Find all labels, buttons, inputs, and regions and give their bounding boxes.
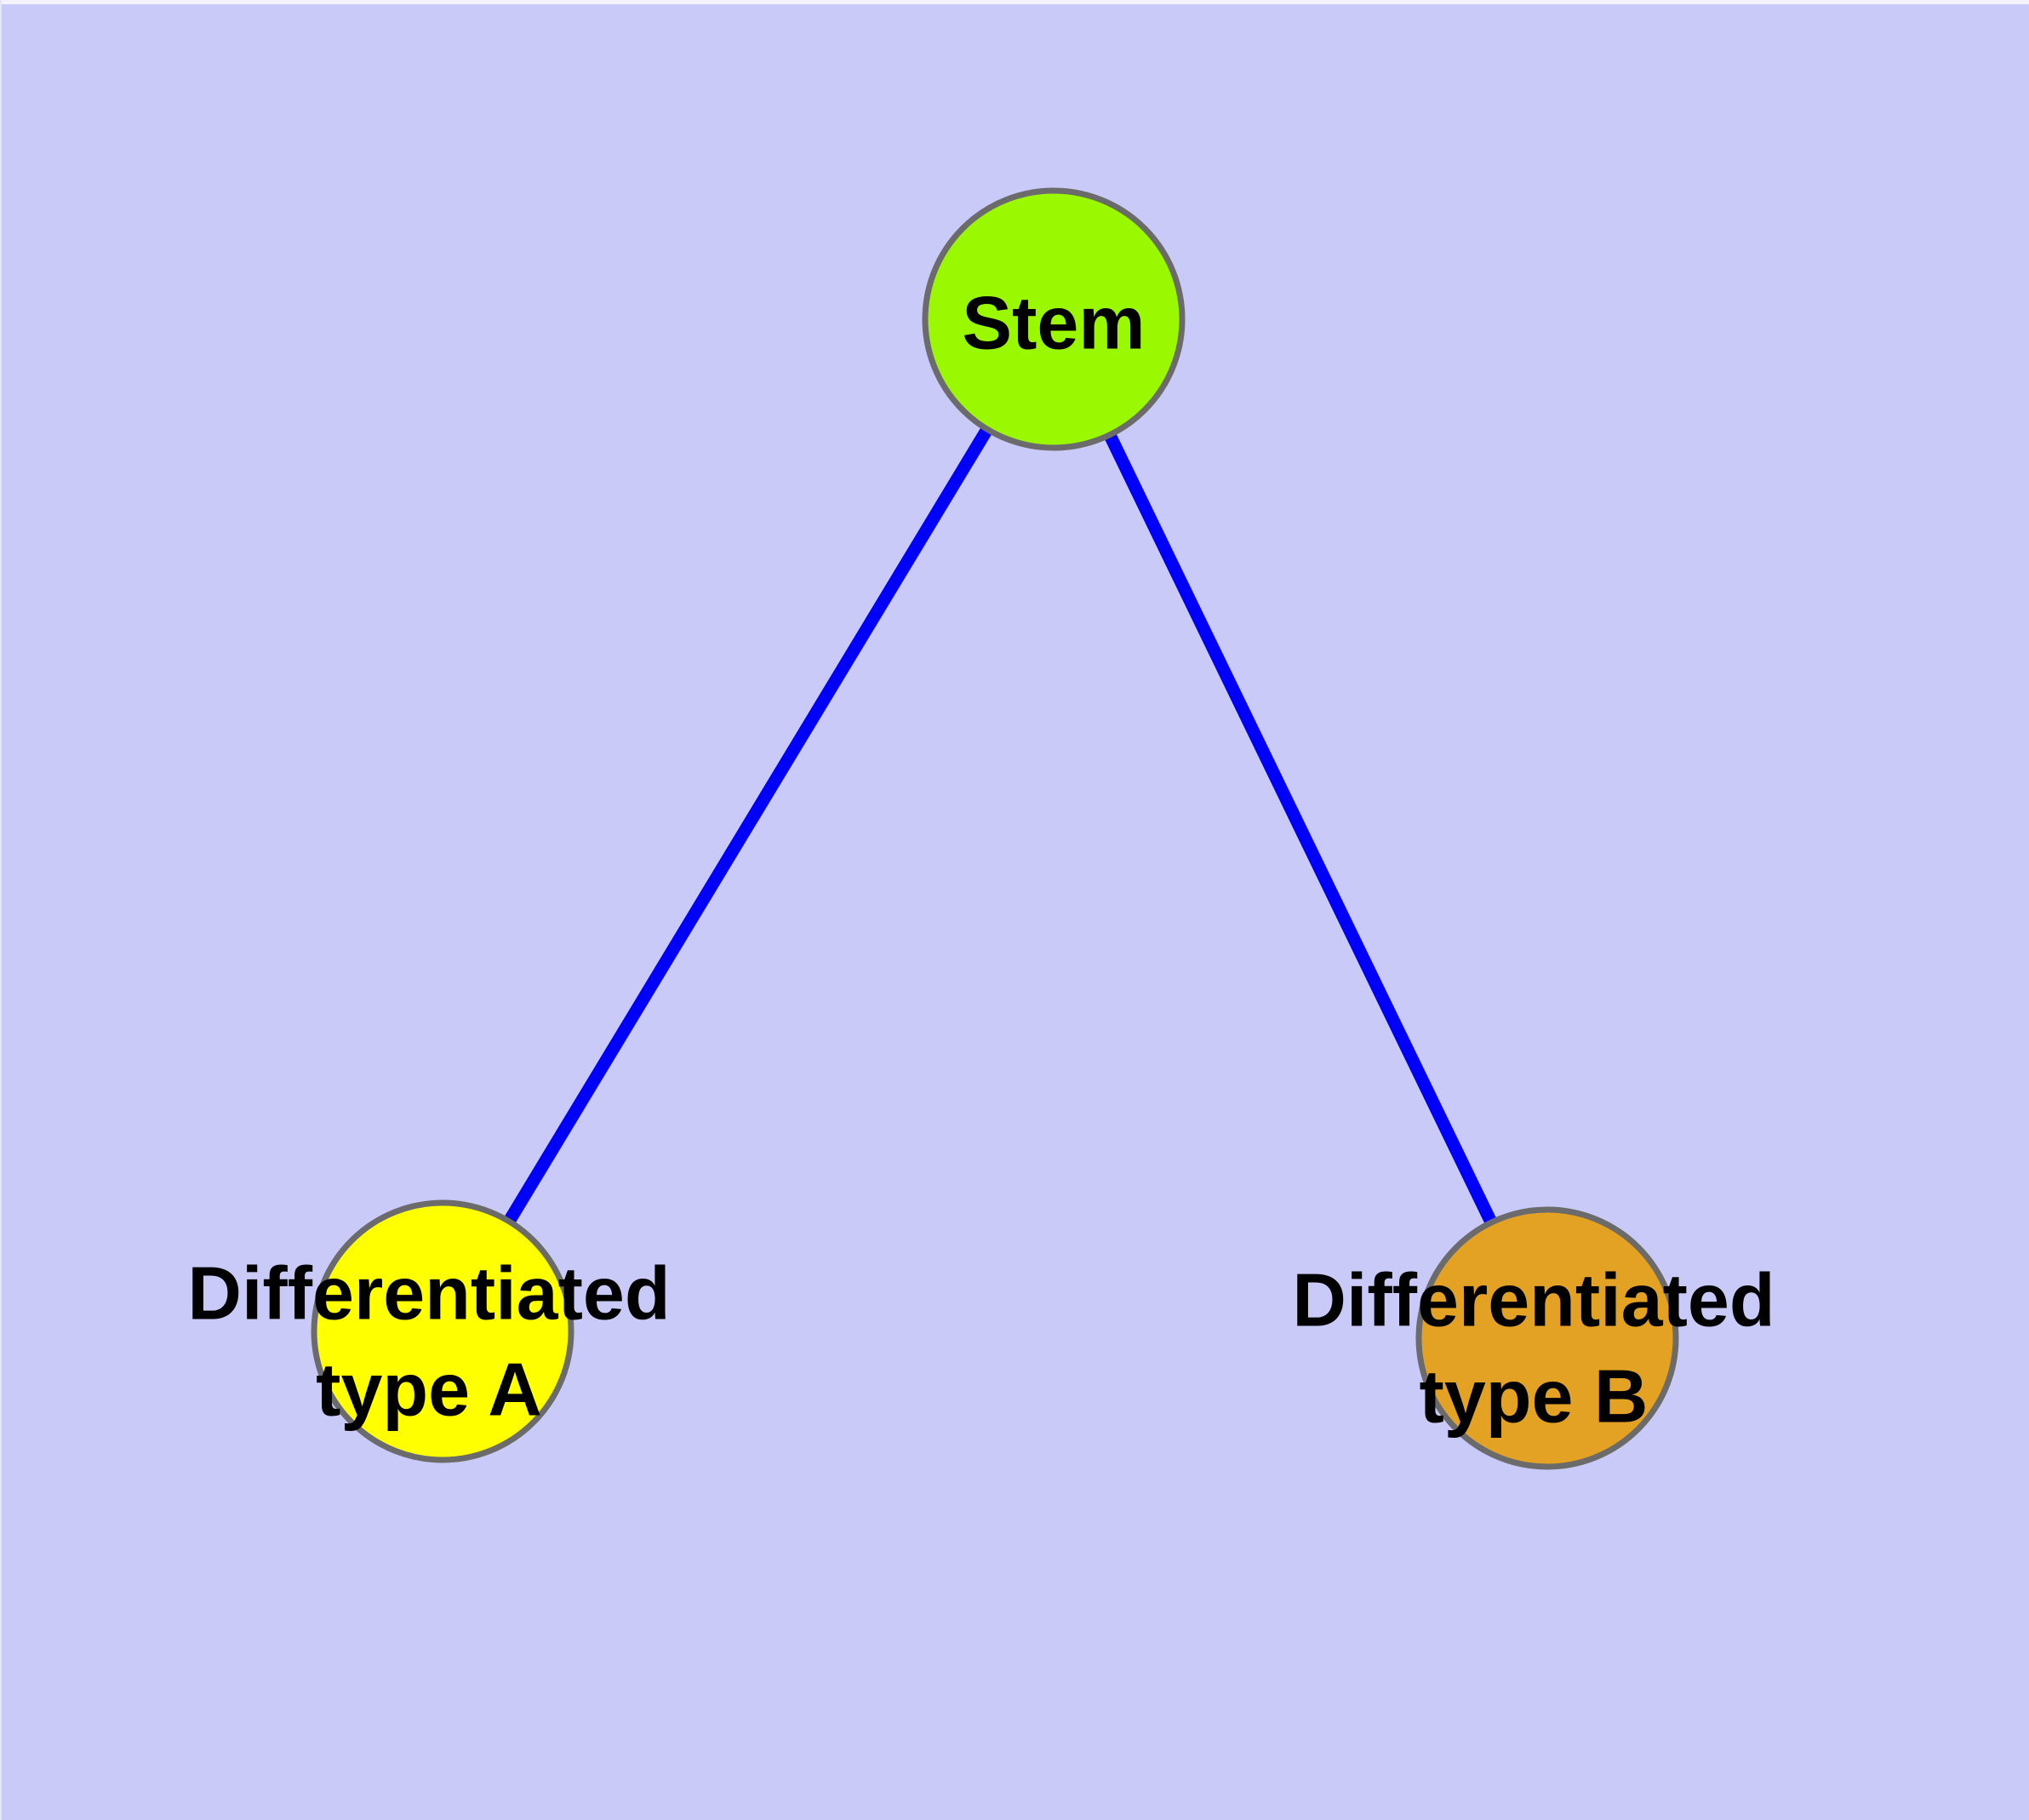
labels-layer: Stem Differentiated type A Differentiate…: [187, 281, 1775, 1439]
differentiated-type-b-label-line1: Differentiated: [1292, 1258, 1775, 1342]
top-margin-strip: [0, 0, 2029, 4]
differentiated-type-b-label-line2: type B: [1420, 1354, 1649, 1439]
stem-node: [922, 187, 1186, 451]
differentiated-type-a-label-line1: Differentiated: [187, 1251, 670, 1336]
nodes-layer: [311, 187, 1679, 1470]
edge-stem-to-type-a: [437, 316, 1060, 1335]
edges-layer: [437, 316, 1553, 1342]
left-margin-strip: [0, 0, 2, 1820]
differentiated-type-a-node: [311, 1199, 574, 1463]
stem-node-label: Stem: [962, 281, 1145, 365]
differentiated-type-a-label-line2: type A: [316, 1348, 542, 1432]
differentiated-type-b-node: [1415, 1206, 1679, 1470]
edge-stem-to-type-b: [1048, 316, 1553, 1342]
